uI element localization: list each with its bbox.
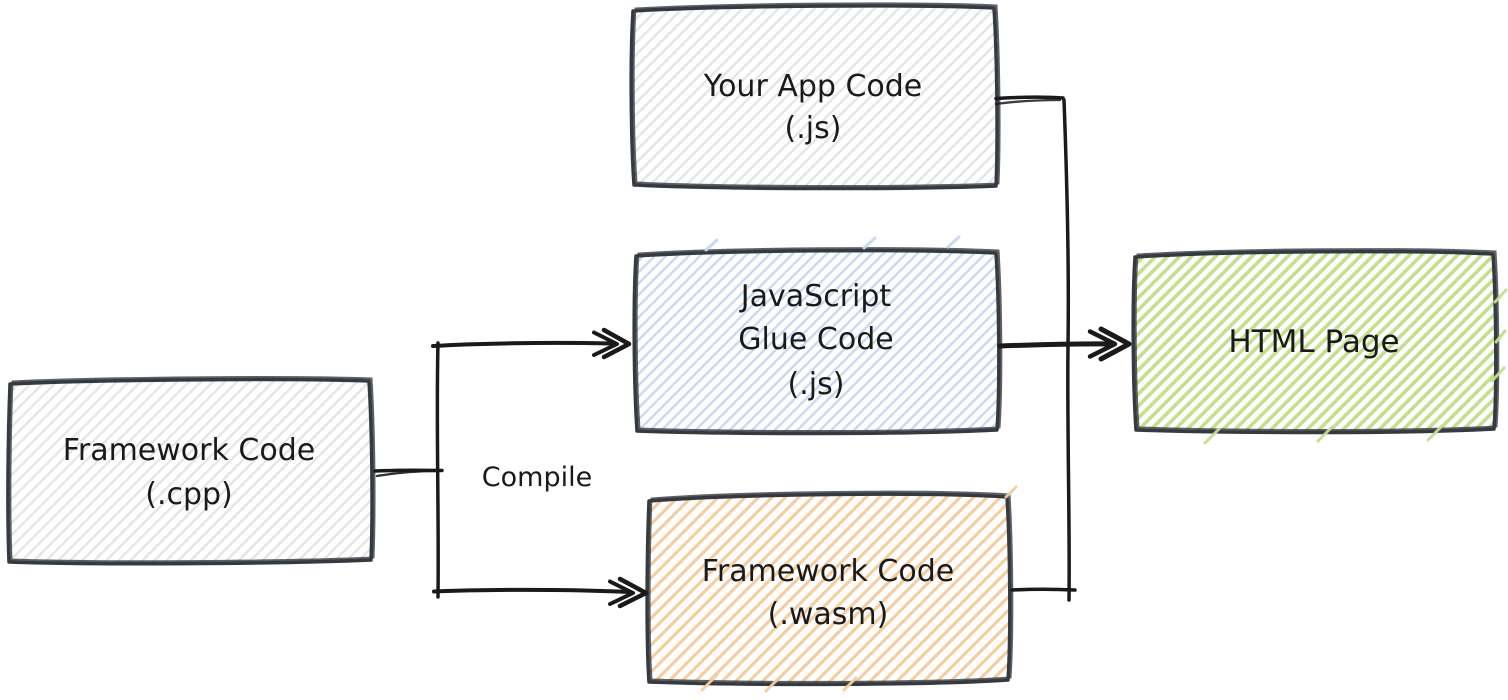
framework-code-cpp-box: Framework Code (.cpp): [6, 376, 376, 566]
html-page-label: HTML Page: [1228, 324, 1399, 360]
arrowhead: [1098, 326, 1132, 362]
html-page-box: HTML Page: [1131, 248, 1500, 435]
junction-vertical-line: [1062, 98, 1071, 602]
arrow-app-to-junction: [994, 95, 1065, 106]
your-app-code-box: Your App Code (.js): [629, 2, 1001, 191]
javascript-glue-code-label-line2: Glue Code: [738, 322, 893, 357]
arrow-fork-to-wasm: [432, 576, 649, 609]
arrow-wasm-to-junction: [1010, 587, 1077, 592]
arrow-fork-to-glue: [431, 327, 632, 360]
your-app-code-label-line2: (.js): [785, 111, 842, 146]
your-app-code-label-line1: Your App Code: [703, 69, 923, 104]
compile-label: Compile: [482, 462, 592, 493]
framework-code-cpp-box-border: [6, 377, 374, 566]
arrowhead: [608, 579, 635, 606]
javascript-glue-code-box: JavaScript Glue Code (.js): [632, 247, 1003, 436]
framework-code-cpp-label-line2: (.cpp): [145, 477, 233, 512]
framework-code-wasm-label-line2: (.wasm): [768, 597, 889, 632]
hatch-spill-marks: [700, 235, 1508, 693]
javascript-glue-code-label-line3: (.js): [788, 367, 845, 402]
arrowhead: [592, 330, 619, 357]
arrow-cpp-to-fork: [373, 468, 444, 478]
framework-code-wasm-box: Framework Code (.wasm): [645, 490, 1014, 687]
arrow-to-html-page: [997, 326, 1132, 362]
framework-code-wasm-label-line1: Framework Code: [702, 554, 954, 589]
fork-vertical-line: [435, 341, 440, 599]
javascript-glue-code-label-line1: JavaScript: [739, 279, 892, 314]
arrowhead: [617, 576, 649, 609]
framework-code-wasm-box-border: [645, 492, 1012, 687]
arrowhead: [601, 327, 632, 360]
framework-code-cpp-label-line1: Framework Code: [63, 433, 315, 468]
arrowhead: [1087, 329, 1118, 359]
